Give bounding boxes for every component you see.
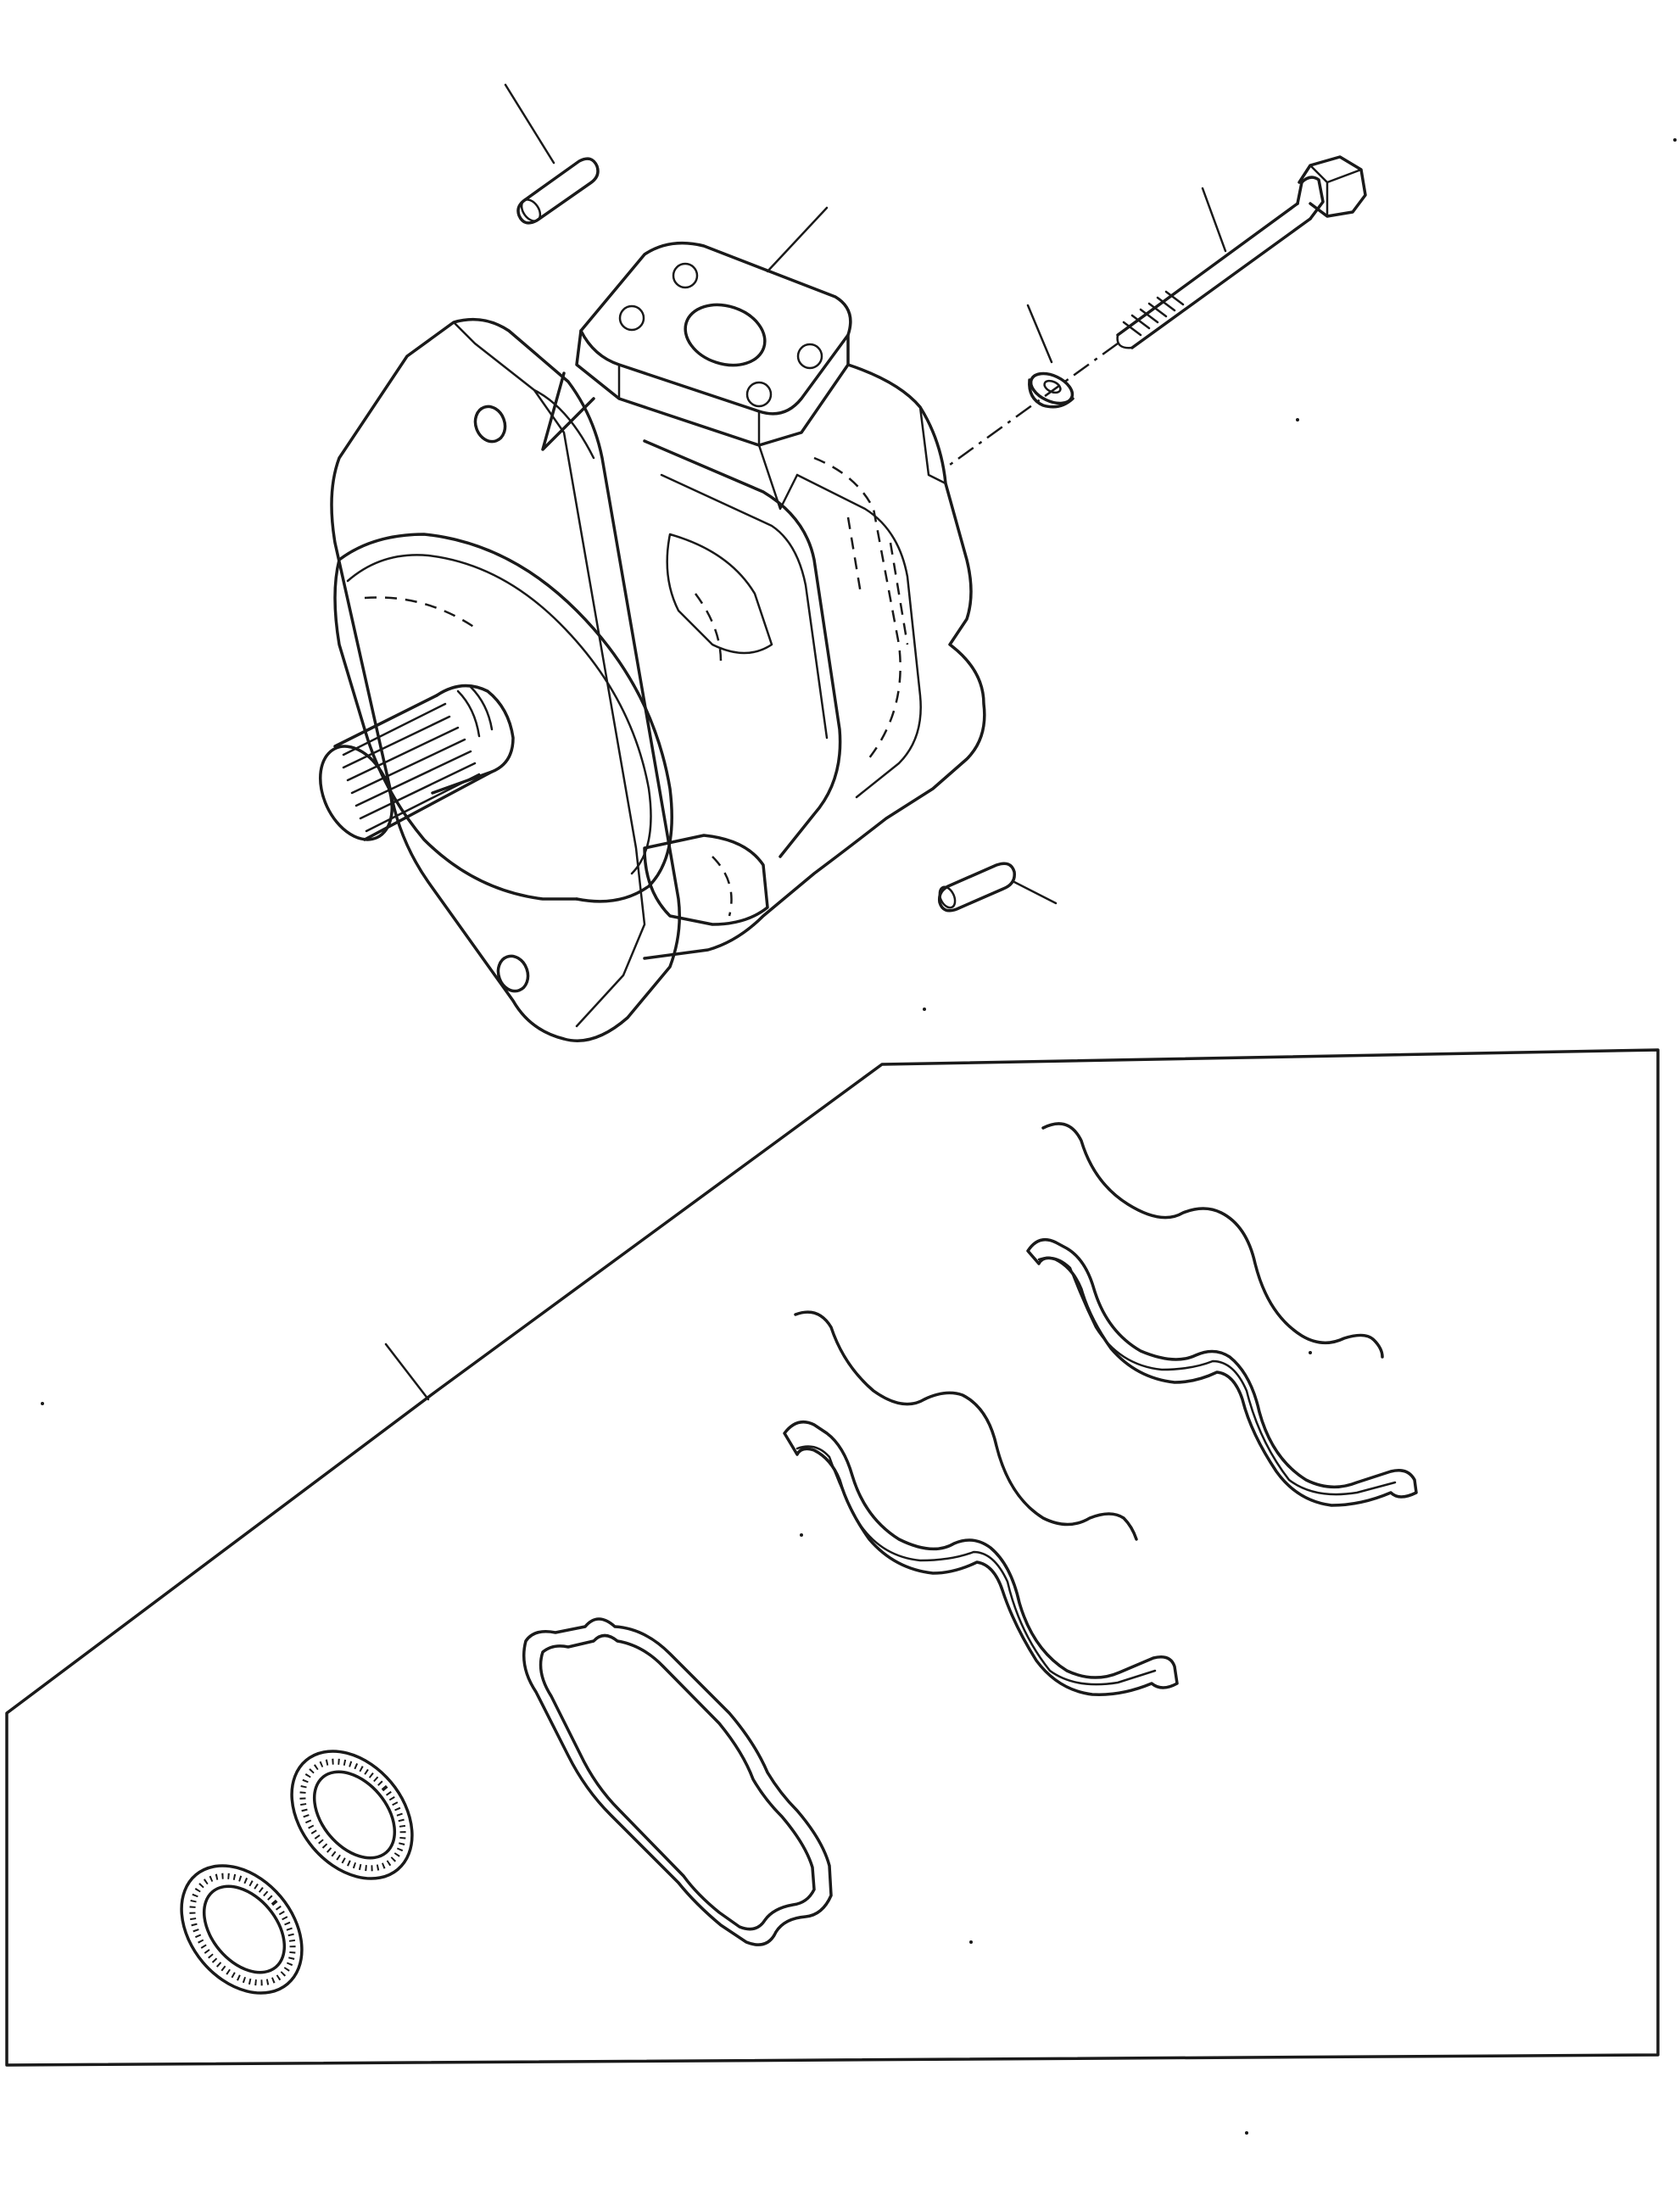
pin-top	[504, 83, 600, 225]
pin-right	[937, 862, 1058, 913]
seal-strip	[783, 1420, 1179, 1696]
bolt	[949, 155, 1367, 466]
seal-strip-outline	[1041, 1122, 1384, 1359]
pump-assembly	[318, 206, 986, 1042]
washer	[1026, 304, 1074, 409]
o-ring	[180, 1864, 304, 1995]
service-kit	[5, 1048, 1660, 2067]
seal-strip-outline	[794, 1310, 1138, 1541]
o-ring	[290, 1750, 414, 1880]
scan-specks	[41, 138, 1677, 2135]
gasket	[522, 1617, 833, 1946]
seal-strip	[1026, 1237, 1418, 1507]
